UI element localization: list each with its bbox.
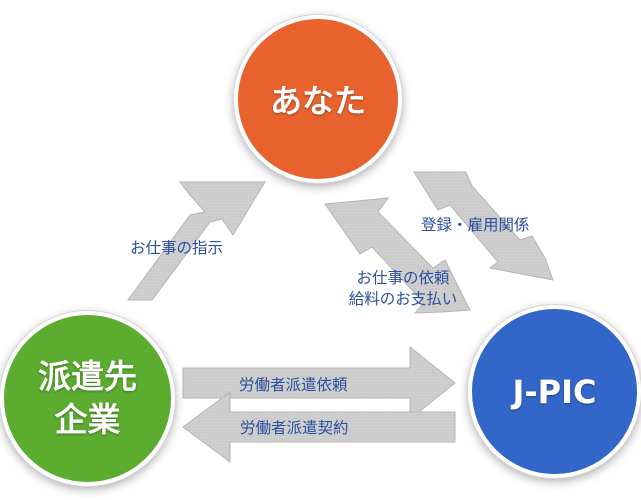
label-dispatch-request: 労働者派遣依頼 bbox=[239, 376, 348, 394]
arrow-request bbox=[324, 197, 471, 314]
arrow-instruction bbox=[127, 181, 266, 301]
label-employment: 登録・雇用関係 bbox=[421, 216, 530, 234]
node-anata-label: あなた bbox=[269, 82, 366, 120]
label-dispatch-contract: 労働者派遣契約 bbox=[240, 419, 349, 437]
label-request: お仕事の依頼 給料のお支払い bbox=[328, 268, 478, 310]
label-request-line1: お仕事の依頼 bbox=[356, 269, 450, 287]
node-anata: あなた bbox=[234, 15, 402, 183]
node-haken-company: 派遣先 企業 bbox=[0, 311, 175, 486]
arrow-employment bbox=[413, 171, 554, 281]
node-jpic-label: J-PIC bbox=[512, 372, 597, 411]
node-haken-line1: 派遣先 bbox=[38, 356, 137, 396]
label-request-line2: 給料のお支払い bbox=[348, 289, 458, 308]
label-instruction: お仕事の指示 bbox=[130, 239, 224, 257]
arrow-dispatch-contract bbox=[182, 391, 456, 463]
node-jpic: J-PIC bbox=[468, 305, 641, 478]
node-haken-line2: 企業 bbox=[54, 399, 121, 439]
arrow-dispatch-request bbox=[182, 345, 456, 421]
